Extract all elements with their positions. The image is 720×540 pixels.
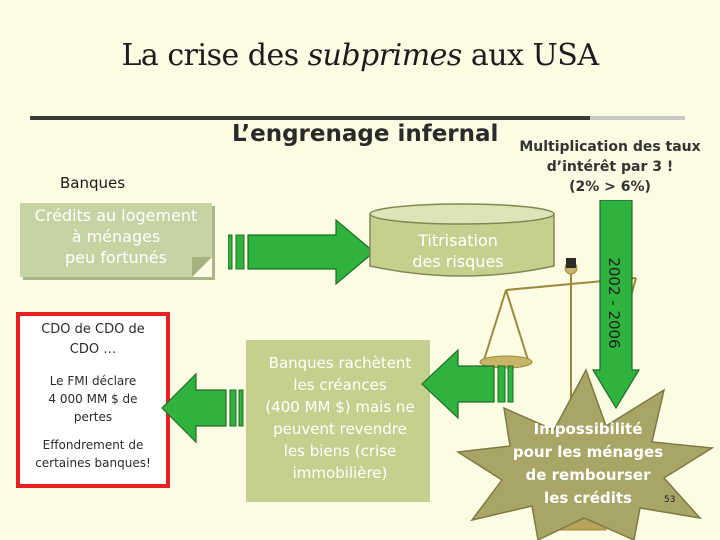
timeline-arrow-down-icon xyxy=(592,200,640,410)
note-fold-icon xyxy=(192,257,212,277)
title-divider-accent xyxy=(590,116,685,120)
cdo-text: CDO de CDO de CDO … xyxy=(41,322,145,357)
slide-subtitle: L’engrenage infernal xyxy=(232,121,499,147)
bank-buyback-text: Banques rachètent les créances (400 MM $… xyxy=(265,354,415,482)
banks-label: Banques xyxy=(60,174,126,192)
credits-note-card xyxy=(20,203,212,277)
impossibility-burst-shape xyxy=(455,368,715,540)
consequences-box: CDO de CDO de CDO … Le FMI déclare 4 000… xyxy=(16,312,170,488)
credits-note-text: Crédits au logement à ménages peu fortun… xyxy=(34,206,198,267)
title-divider xyxy=(30,116,590,120)
page-number: 53 xyxy=(664,495,676,505)
bank-buyback-box xyxy=(246,340,430,502)
impossibility-text: Impossibilité pour les ménages de rembou… xyxy=(512,420,664,507)
striped-arrow-left-icon xyxy=(161,372,244,444)
years-label: 2002 - 2006 xyxy=(605,257,623,349)
striped-arrow-left-icon xyxy=(421,348,514,420)
rate-multiplication-note: Multiplication des taux d’intérêt par 3 … xyxy=(519,139,701,195)
titrisation-cylinder xyxy=(369,203,555,277)
titrisation-label: Titrisation des risques xyxy=(412,231,504,271)
slide-title: La crise des subprimes aux USA xyxy=(121,38,599,73)
striped-arrow-right-icon xyxy=(228,218,375,286)
bank-collapse-text: Effondrement de certaines banques! xyxy=(35,438,151,470)
imf-losses-text: Le FMI déclare 4 000 MM $ de pertes xyxy=(48,374,138,424)
